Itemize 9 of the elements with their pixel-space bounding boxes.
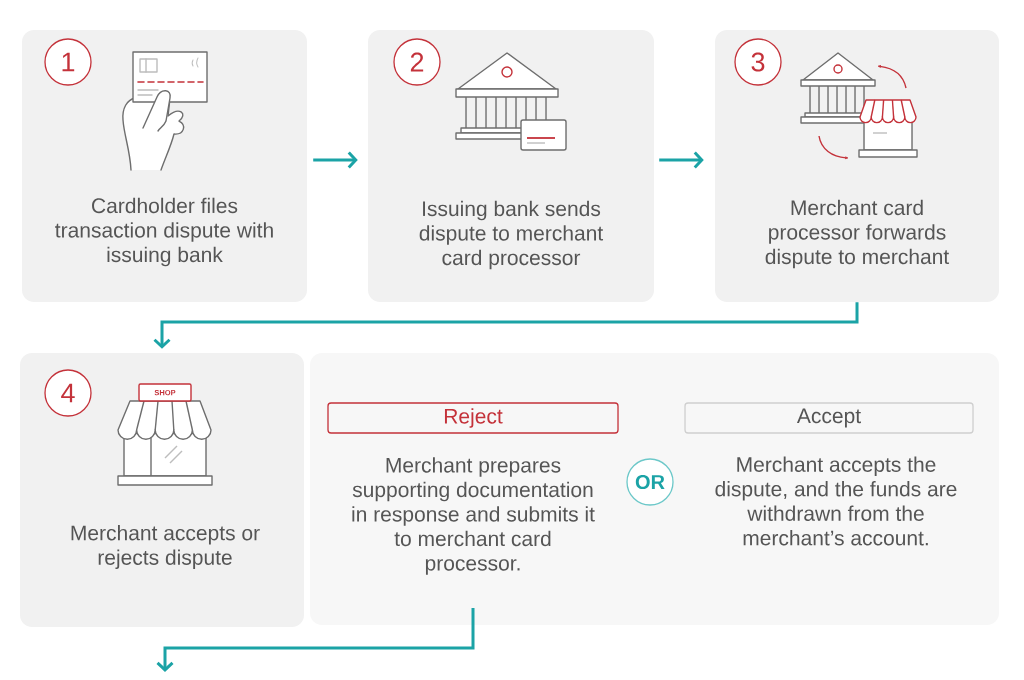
- option-panel: [310, 353, 999, 625]
- description-text: Merchant accepts the dispute, and the funds are withdrawn from the merchant’s account.: [715, 456, 957, 546]
- option-box: Reject: [327, 402, 619, 434]
- arrow: [659, 151, 704, 169]
- arrow: [156, 608, 475, 672]
- description-text: Merchant prepares supporting documentation in response and submits it to merchant card processor.: [352, 457, 595, 575]
- arrow: [153, 302, 859, 349]
- arrow: [313, 151, 358, 169]
- option-box: Accept: [684, 402, 974, 434]
